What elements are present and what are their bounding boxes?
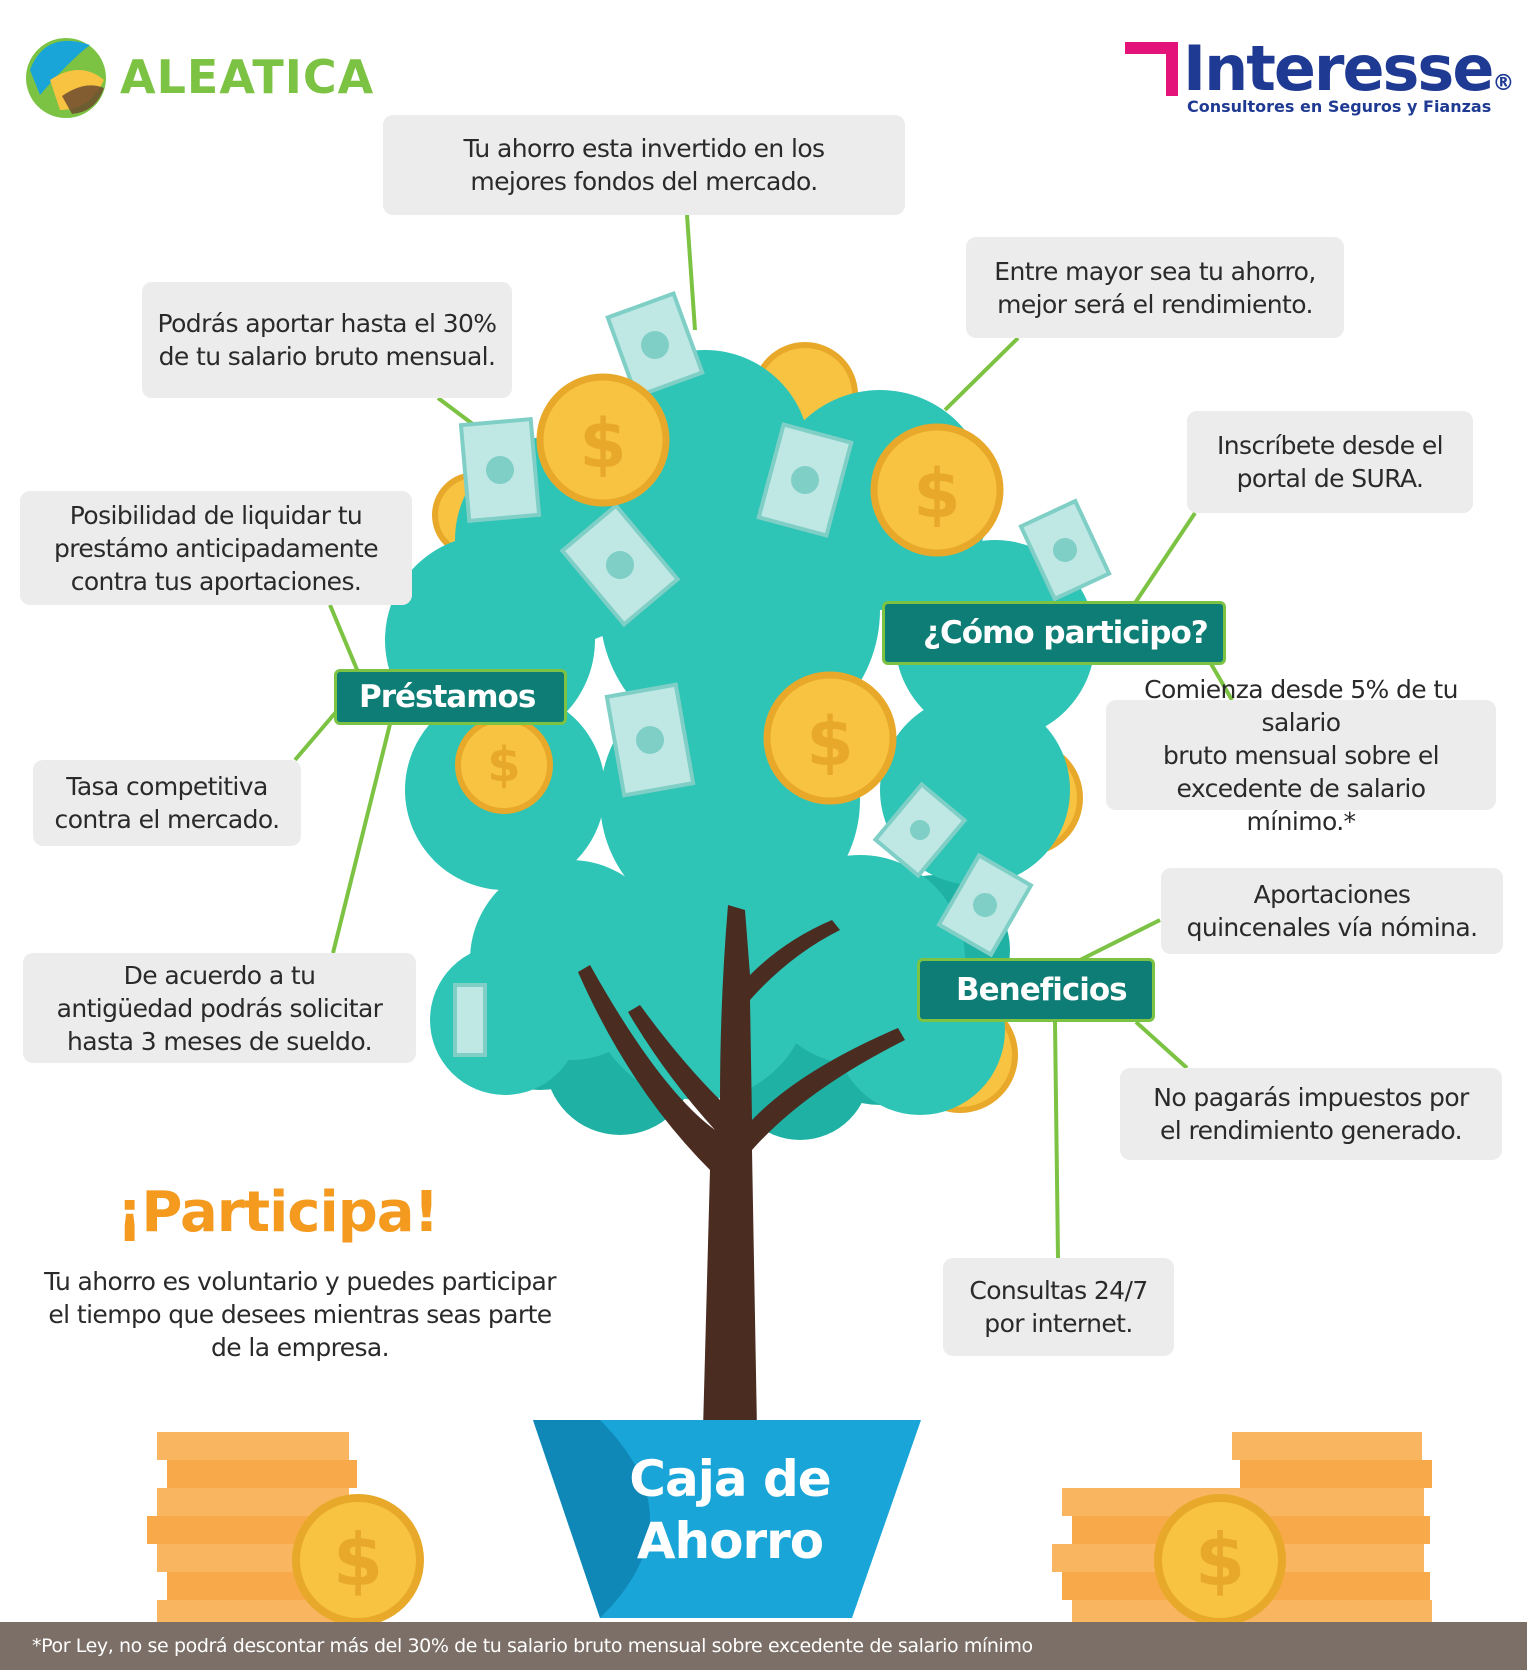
interesse-logo-text: Interesse® (1183, 32, 1514, 105)
info-line: contra el mercado. (54, 805, 281, 834)
info-line: mejores fondos del mercado. (470, 167, 818, 196)
info-line: Podrás aportar hasta el 30% (157, 309, 498, 338)
info-box-aportaciones: Aportaciones quincenales vía nómina. (1161, 868, 1503, 954)
info-line: antigüedad podrás solicitar (56, 993, 383, 1023)
interesse-tagline: Consultores en Seguros y Fianzas (1187, 97, 1492, 116)
aleatica-logo-icon (26, 38, 106, 118)
info-line: quincenales vía nómina. (1186, 913, 1478, 942)
pot-title: Caja de Ahorro (600, 1448, 860, 1572)
info-line: prestámo anticipadamente (53, 533, 379, 563)
interesse-logo-icon (1125, 42, 1178, 96)
info-line: el rendimiento generado. (1160, 1116, 1463, 1145)
info-line: Entre mayor sea tu ahorro, (994, 256, 1316, 286)
dollar-icon: $ (332, 1518, 384, 1602)
registered-mark: ® (1492, 71, 1514, 96)
info-line: Consultas 24/7 (969, 1276, 1148, 1305)
info-box-sura: Inscríbete desde el portal de SURA. (1187, 411, 1473, 513)
label-prestamos: Préstamos (334, 669, 567, 725)
info-box-top-right: Entre mayor sea tu ahorro,mejor será el … (966, 237, 1344, 338)
participa-text: Tu ahorro es voluntario y puedes partici… (40, 1265, 560, 1364)
info-line: bruto mensual sobre el (1162, 740, 1440, 770)
footer-disclaimer: *Por Ley, no se podrá descontar más del … (0, 1622, 1527, 1670)
info-line: hasta 3 meses de sueldo. (67, 1026, 372, 1056)
info-line: Tu ahorro esta invertido en los (463, 134, 826, 163)
info-line: Aportaciones (1253, 880, 1411, 909)
dollar-icon: $ (487, 737, 521, 793)
info-line: portal de SURA. (1236, 464, 1424, 493)
participa-title: ¡Participa! (116, 1180, 439, 1245)
info-line: Tasa competitiva (66, 772, 268, 801)
dollar-icon: $ (913, 455, 961, 534)
info-line: No pagarás impuestos por (1153, 1083, 1469, 1112)
info-line: Inscríbete desde el (1217, 431, 1444, 460)
info-line: mejor será el rendimiento. (997, 289, 1313, 319)
participa-line: el tiempo que desees mientras seas parte (48, 1300, 552, 1329)
info-line: De acuerdo a tu (123, 960, 316, 990)
info-line: Posibilidad de liquidar tu (69, 500, 363, 530)
participa-line: de la empresa. (210, 1333, 390, 1362)
pot-title-line: Caja de (629, 1450, 831, 1508)
info-box-consultas: Consultas 24/7 por internet. (943, 1258, 1174, 1356)
participa-line: Tu ahorro es voluntario y puedes partici… (44, 1267, 556, 1296)
dollar-icon: $ (579, 405, 627, 484)
label-beneficios: Beneficios (917, 958, 1155, 1022)
interesse-wordmark: Interesse (1183, 32, 1494, 105)
aleatica-logo-text: ALEATICA (120, 50, 375, 104)
dollar-icon: $ (806, 703, 854, 782)
info-box-top-left: Podrás aportar hasta el 30% de tu salario… (142, 282, 512, 398)
info-line: contra tus aportaciones. (70, 566, 362, 596)
info-line: de tu salario bruto mensual. (158, 342, 496, 371)
info-box-impuestos: No pagarás impuestos por el rendimiento g… (1120, 1068, 1502, 1160)
tree-trunk (578, 905, 905, 1430)
tree-coins-front (455, 373, 1004, 814)
info-line: Comienza desde 5% de tu salario (1144, 674, 1458, 737)
info-box-tasa: Tasa competitiva contra el mercado. (33, 760, 301, 846)
pot-title-line: Ahorro (636, 1512, 824, 1570)
info-line: por internet. (984, 1309, 1133, 1338)
label-como-participo: ¿Cómo participo? (882, 601, 1226, 665)
info-line: excedente de salario mínimo.* (1176, 773, 1427, 836)
dollar-icon: $ (1194, 1518, 1246, 1602)
info-box-top-center: Tu ahorro esta invertido en los mejores f… (383, 115, 905, 215)
